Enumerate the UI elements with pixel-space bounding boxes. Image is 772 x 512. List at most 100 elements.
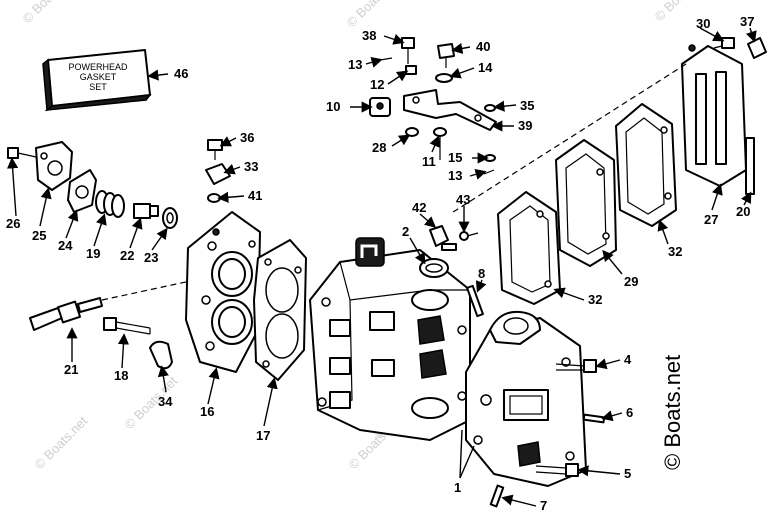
gasket-32-lower	[497, 191, 561, 305]
bolt-26-shank	[17, 152, 37, 158]
callout-20: 20	[736, 204, 750, 219]
hose-20	[745, 137, 755, 195]
pin-13-bottom	[483, 169, 495, 175]
washer-41	[207, 193, 221, 203]
part-42	[429, 225, 449, 247]
kit-label-line3: SET	[89, 82, 107, 92]
bolt-5-head	[565, 463, 579, 477]
cylinder-head-16	[185, 211, 261, 373]
callout-19: 19	[86, 246, 100, 261]
callout-14: 14	[478, 60, 493, 75]
callout-17: 17	[256, 428, 270, 443]
callout-12: 12	[370, 77, 384, 92]
callout-41: 41	[248, 188, 262, 203]
elbow-37	[747, 37, 767, 59]
callout-40: 40	[476, 39, 490, 54]
cylinder-block	[309, 249, 471, 441]
fitting-36-33-41	[205, 139, 231, 203]
gasket-set-box: POWERHEAD GASKET SET	[42, 49, 152, 112]
callout-27: 27	[704, 212, 718, 227]
callout-6: 6	[626, 405, 633, 420]
bolt-30	[721, 37, 735, 49]
screw-36	[207, 139, 223, 151]
callout-5: 5	[624, 466, 631, 481]
callout-32-lower: 32	[588, 292, 602, 307]
washer-14	[435, 73, 453, 83]
callout-38: 38	[362, 28, 376, 43]
part-15	[484, 154, 496, 162]
callout-26: 26	[6, 216, 20, 231]
callout-32-upper: 32	[668, 244, 682, 259]
gasket-set-box-bottom	[44, 94, 152, 112]
washer-28	[405, 127, 419, 137]
gasket-32-upper	[615, 103, 677, 227]
callout-43: 43	[456, 192, 470, 207]
callout-28: 28	[372, 140, 386, 155]
crankcase-half	[465, 310, 587, 487]
kit-label-line1: POWERHEAD	[68, 62, 128, 72]
callout-15: 15	[448, 150, 462, 165]
callout-7: 7	[540, 498, 547, 512]
nut-12	[405, 65, 417, 75]
bracket-assembly	[369, 37, 497, 175]
spark-plug-21	[29, 307, 63, 331]
callout-24: 24	[58, 238, 73, 253]
callout-37: 37	[740, 14, 754, 29]
callout-2: 2	[402, 224, 409, 239]
callout-1: 1	[454, 480, 461, 495]
bolt-26-head	[7, 147, 19, 159]
callout-29: 29	[624, 274, 638, 289]
callout-33: 33	[244, 159, 258, 174]
callout-10: 10	[326, 99, 340, 114]
kit-label-line2: GASKET	[80, 72, 117, 82]
clip-34	[149, 340, 173, 370]
bracket-39	[403, 89, 497, 131]
plate-29	[555, 139, 617, 267]
watermark-large: © Boats.net	[660, 355, 685, 470]
watermark-top-center: © Boats.net	[344, 0, 403, 30]
callout-labels: 46 38 40 13 14 12 10 35 39 28 11 15 13 3…	[6, 14, 754, 512]
pin-8	[466, 284, 484, 318]
callout-16: 16	[200, 404, 214, 419]
bolt-4-head	[583, 359, 597, 373]
head-gasket-17	[253, 239, 307, 381]
screw-38	[401, 37, 415, 49]
callout-35: 35	[520, 98, 534, 113]
callout-22: 22	[120, 248, 134, 263]
callout-8: 8	[478, 266, 485, 281]
cover-guide-line	[449, 63, 687, 215]
pin-6	[582, 413, 606, 424]
leader-lines	[7, 27, 757, 507]
callout-42: 42	[412, 200, 426, 215]
thermostat-parts	[7, 141, 178, 229]
callout-39: 39	[518, 118, 532, 133]
spark-plug-bolt-clip	[29, 279, 196, 370]
cover-27	[681, 45, 747, 187]
callout-23: 23	[144, 250, 158, 265]
seal-and-fitting	[355, 237, 449, 278]
fitting-33	[205, 163, 231, 185]
part-11	[433, 127, 447, 137]
part-43	[459, 231, 469, 241]
callout-11: 11	[422, 154, 436, 169]
callout-13-top: 13	[348, 57, 362, 72]
pin-7	[489, 484, 505, 508]
callout-18: 18	[114, 368, 128, 383]
callout-4: 4	[624, 352, 632, 367]
callout-46: 46	[174, 66, 188, 81]
watermark-bottom-left: © Boats.net	[32, 413, 91, 472]
callout-25: 25	[32, 228, 46, 243]
spark-plug-guide-line	[101, 279, 196, 301]
fitting-icon	[355, 237, 385, 267]
small-fasteners-42-43-8	[429, 225, 484, 318]
callout-34: 34	[158, 394, 173, 409]
callout-21: 21	[64, 362, 78, 377]
knob-40	[437, 43, 455, 59]
callout-30: 30	[696, 16, 710, 31]
callout-36: 36	[240, 130, 254, 145]
bolt-18-head	[103, 317, 117, 331]
callout-13-bottom: 13	[448, 168, 462, 183]
part-35	[484, 104, 496, 112]
